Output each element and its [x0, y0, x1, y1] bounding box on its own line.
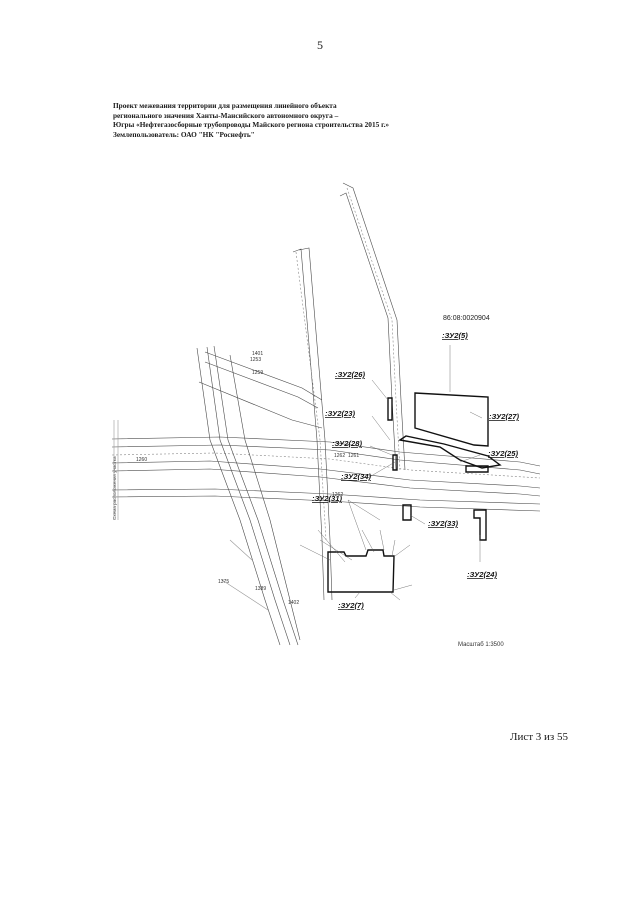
marker-number: 1389 [255, 586, 266, 592]
marker-number: 1375 [218, 579, 229, 585]
parcel-label-26: :ЗУ2(26) [335, 370, 365, 379]
marker-number: 1260 [136, 457, 147, 463]
roads [111, 182, 541, 646]
parcel-label-7: :ЗУ2(7) [338, 601, 364, 610]
parcel-label-33: :ЗУ2(33) [428, 519, 458, 528]
leader-lines [299, 345, 483, 601]
marker-number: 1402 [288, 600, 299, 606]
parcel-label-24: :ЗУ2(24) [467, 570, 497, 579]
marker-number: 1262 [332, 492, 343, 498]
header-line-4: Землепользователь: ОАО "НК "Роснефть" [113, 129, 255, 139]
parcel-label-23: :ЗУ2(23) [325, 409, 355, 418]
marker-number: 1259 [252, 370, 263, 376]
document-header: Проект межевания территории для размещен… [113, 101, 533, 139]
header-line-3: Югры «Нефтегазосборные трубопроводы Майс… [113, 120, 390, 130]
page-number: 5 [317, 38, 323, 52]
marker-number: 1253 [250, 357, 261, 363]
marker-number: 1262 [334, 453, 345, 459]
header-line-1: Проект межевания территории для размещен… [113, 101, 337, 110]
sheet-counter: Лист 3 из 55 [510, 731, 569, 743]
cadastral-quarter-label: 86:08:0020904 [443, 315, 490, 322]
header-line-2: регионального значения Ханты-Мансийского… [113, 110, 339, 120]
parcel-label-34: :ЗУ2(34) [341, 472, 371, 481]
parcels-outline [327, 392, 502, 593]
parcel-label-27: :ЗУ2(27) [489, 412, 519, 421]
parcel-label-5: :ЗУ2(5) [442, 331, 468, 340]
marker-number: 1261 [348, 453, 359, 459]
marker-number: 1401 [252, 351, 263, 357]
side-note: Схема расположения участка [112, 456, 117, 520]
parcel-label-28: :ЗУ2(28) [332, 439, 362, 448]
parcel-label-31: :ЗУ2(31) [312, 494, 342, 503]
parcel-label-25: :ЗУ2(25) [488, 449, 518, 458]
map-scale: Масштаб 1:3500 [458, 642, 504, 648]
